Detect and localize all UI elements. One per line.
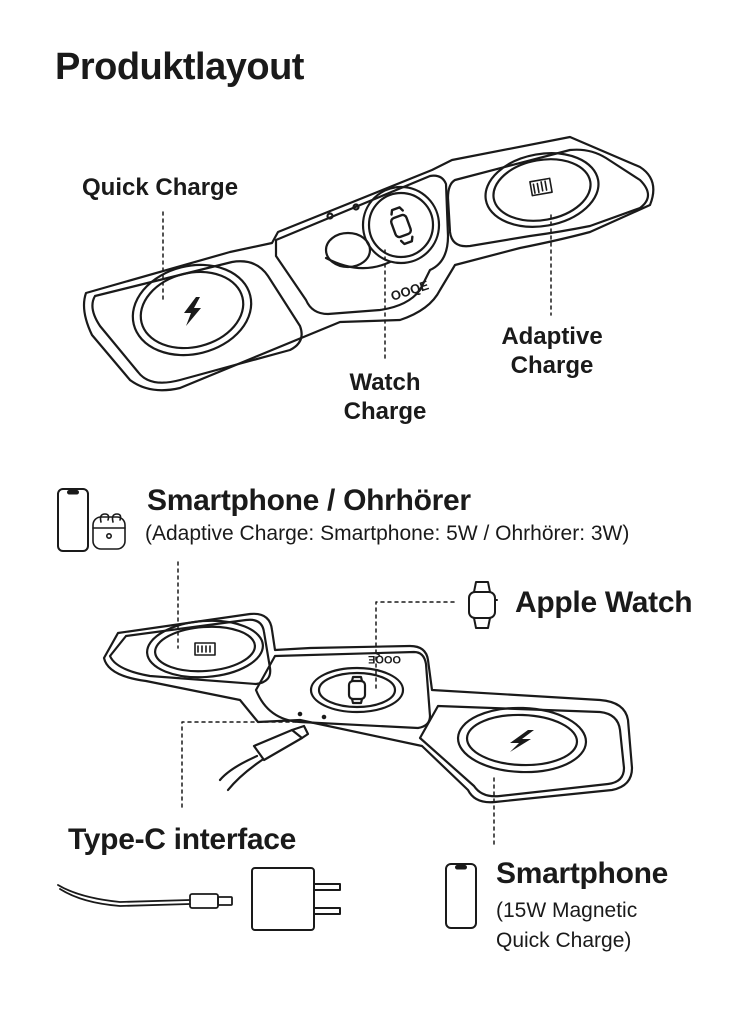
bottom-brand-logo: OOQE xyxy=(368,653,401,665)
watch-charging-puck xyxy=(324,185,441,270)
watch-charge-line2: Charge xyxy=(343,398,427,425)
smartphone-earbuds-detail: (Adaptive Charge: Smartphone: 5W / Ohrhö… xyxy=(145,522,630,545)
top-charger-outline xyxy=(82,135,655,392)
adaptive-charge-label: Adaptive Charge xyxy=(488,322,616,380)
type-c-leader xyxy=(181,721,297,809)
smartphone-detail-line1: (15W Magnetic xyxy=(496,899,638,922)
power-adapter-icon xyxy=(251,867,341,931)
apple-watch-leader xyxy=(375,601,459,689)
apple-watch-icon xyxy=(468,581,498,629)
bottom-right-charging-coil xyxy=(456,706,588,774)
page-title: Produktlayout xyxy=(55,46,304,88)
status-led xyxy=(321,714,327,720)
bottom-watch-charging-puck xyxy=(309,666,405,714)
adaptive-charge-line2: Charge xyxy=(510,352,594,379)
top-right-charging-coil xyxy=(484,152,600,228)
smartphone-detail-line2: Quick Charge) xyxy=(496,929,632,952)
smartphone-earbuds-title: Smartphone / Ohrhörer xyxy=(147,484,471,517)
type-c-cable-icon xyxy=(57,884,233,909)
watch-charge-label: Watch Charge xyxy=(330,368,440,426)
watch-icon xyxy=(347,675,367,705)
lightning-bolt-icon xyxy=(184,297,201,326)
usb-c-cable-icon xyxy=(218,724,310,792)
lightning-bolt-icon xyxy=(510,730,534,752)
smartphone-label: Smartphone xyxy=(496,857,669,890)
smartphone-icon xyxy=(445,863,477,929)
quick-charge-label: Quick Charge xyxy=(82,174,239,201)
adaptive-charge-line1: Adaptive xyxy=(501,323,603,350)
battery-icon xyxy=(194,642,216,656)
watch-charge-line1: Watch xyxy=(349,369,421,396)
earbuds-case-icon xyxy=(92,513,126,550)
smartphone-detail: (15W Magnetic Quick Charge) xyxy=(496,896,637,956)
bottom-left-charging-coil xyxy=(146,619,264,679)
apple-watch-label: Apple Watch xyxy=(515,586,693,619)
top-left-charging-coil xyxy=(131,263,253,357)
smartphone-icon xyxy=(57,488,89,552)
battery-icon xyxy=(529,177,553,197)
bottom-charger-outline xyxy=(102,612,634,804)
type-c-label: Type-C interface xyxy=(68,823,297,856)
type-c-port xyxy=(297,711,303,717)
watch-icon xyxy=(389,206,414,246)
